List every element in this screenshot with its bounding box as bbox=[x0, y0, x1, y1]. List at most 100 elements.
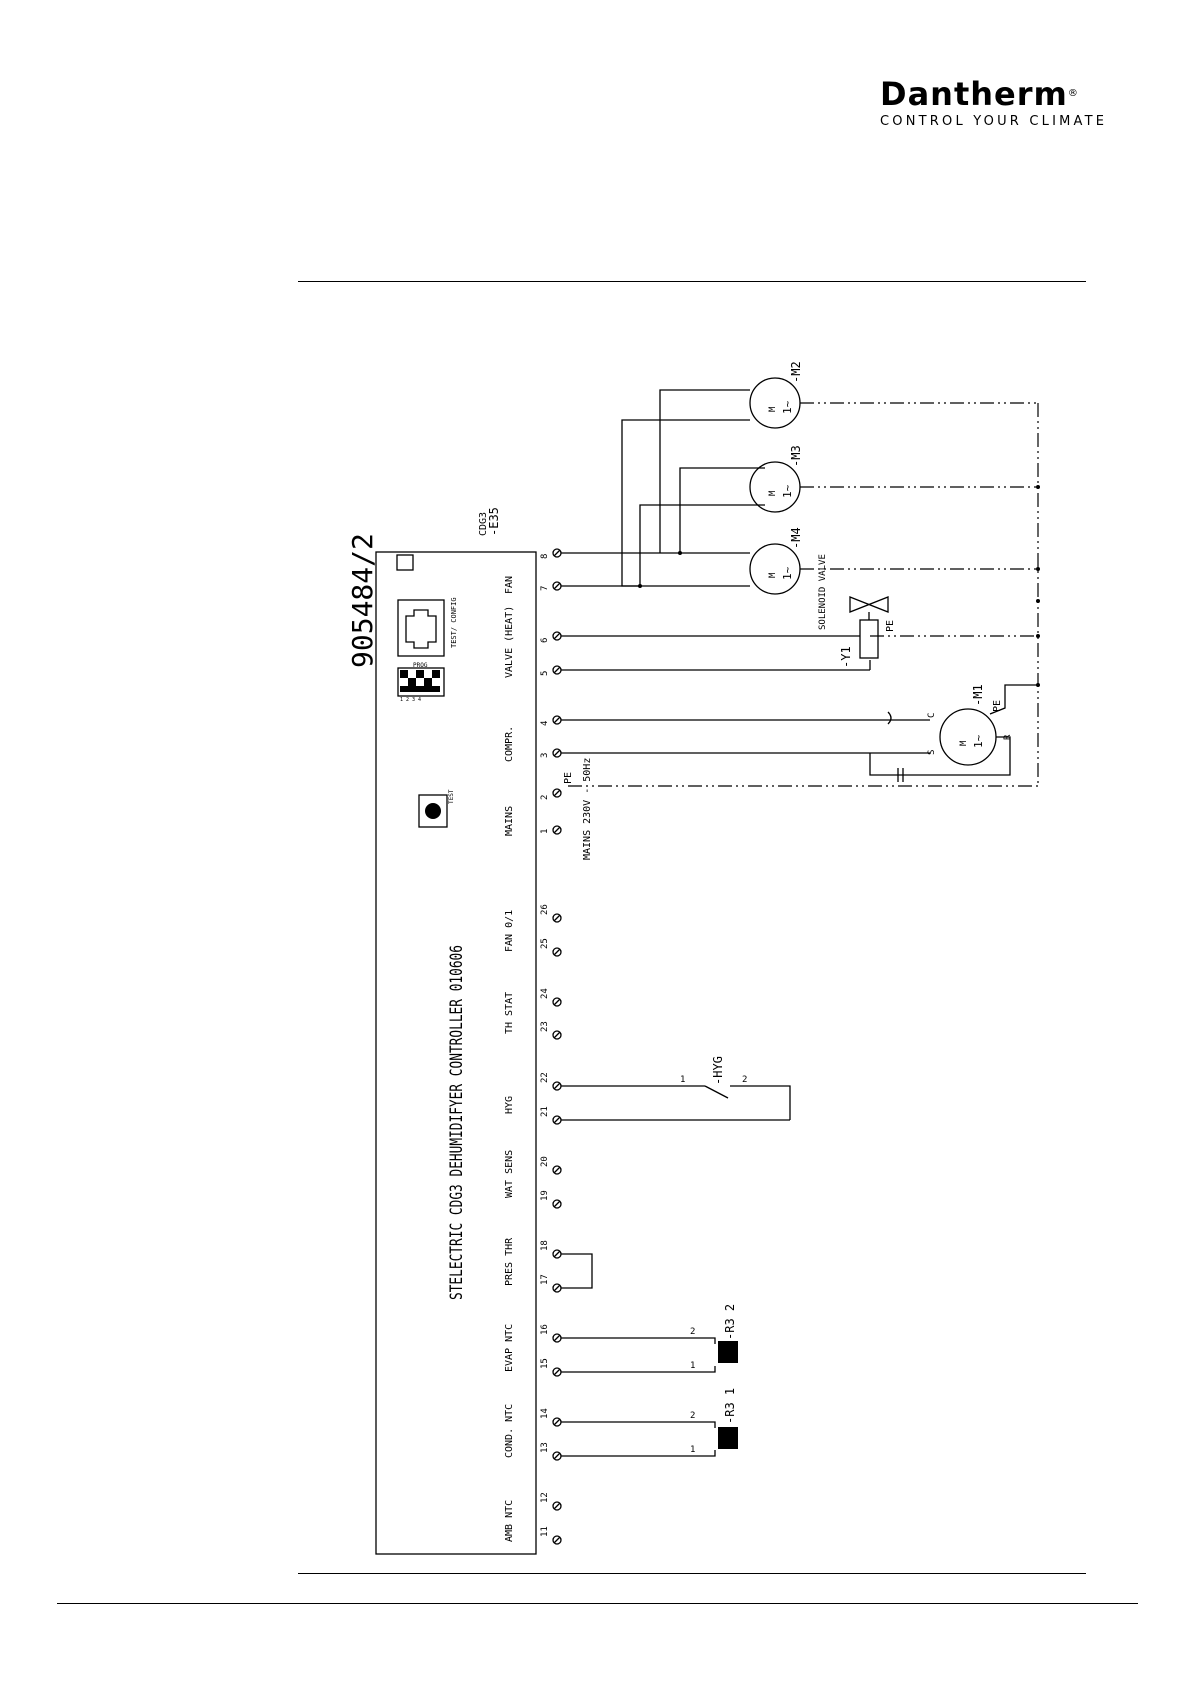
motor-phase-label: 1~ bbox=[972, 734, 985, 748]
pin-number: 5 bbox=[540, 671, 550, 676]
terminal-pin: 5 bbox=[540, 665, 562, 676]
terminal-pin: 12 bbox=[540, 1492, 562, 1511]
terminal-pin: 15 bbox=[540, 1358, 562, 1377]
terminal-pin: 24 bbox=[540, 988, 562, 1007]
terminal-pin: 7 bbox=[540, 581, 562, 591]
motor-m-label: M bbox=[768, 572, 778, 578]
terminal-group-label: VALVE (HEAT) bbox=[504, 606, 515, 678]
config-switch: TEST/ CONFIG bbox=[397, 597, 458, 657]
pin-number: 13 bbox=[540, 1442, 550, 1453]
r3-2-pin1: 1 bbox=[690, 1361, 695, 1371]
top-rule bbox=[298, 281, 1086, 282]
terminal-pins: 8 7 6 5 4 3 2 1 26 25 24 23 22 21 20 19 … bbox=[540, 548, 562, 1545]
hyg-pin2: 2 bbox=[742, 1075, 747, 1085]
pin-number: 26 bbox=[540, 904, 550, 915]
y1-pe-label: PE bbox=[885, 620, 896, 632]
r3-1-pin2: 2 bbox=[690, 1411, 695, 1421]
terminal-pin: 20 bbox=[540, 1156, 562, 1175]
motor-m-label: M bbox=[959, 740, 969, 746]
terminal-group-label: TH STAT bbox=[504, 992, 515, 1034]
terminal-pin: 13 bbox=[540, 1442, 562, 1461]
terminal-pin: 26 bbox=[540, 904, 562, 923]
pin-number: 18 bbox=[540, 1240, 550, 1251]
terminal-pin: 1 bbox=[540, 825, 562, 835]
pin-number: 21 bbox=[540, 1106, 550, 1117]
motor-m-label: M bbox=[768, 490, 778, 496]
terminal-pin: 23 bbox=[540, 1021, 562, 1040]
prog-sub-label: 1 2 3 4 bbox=[400, 697, 421, 703]
motor-m1-label: -M1 bbox=[971, 684, 985, 706]
terminal-group-label: MAINS bbox=[504, 806, 515, 836]
r3-2-pin2: 2 bbox=[690, 1327, 695, 1337]
pin-number: 25 bbox=[540, 938, 550, 949]
terminal-group-label: AMB NTC bbox=[504, 1500, 515, 1542]
terminal-group-labels: FAN VALVE (HEAT) COMPR. MAINS FAN 0/1 TH… bbox=[504, 576, 515, 1542]
pin-number: 11 bbox=[540, 1526, 550, 1537]
r3-1-pin1: 1 bbox=[690, 1445, 695, 1455]
pin-number: 16 bbox=[540, 1324, 550, 1335]
y1-label: -Y1 bbox=[839, 646, 853, 668]
motor-phase-label: 1~ bbox=[781, 566, 794, 580]
pin-number: 6 bbox=[540, 638, 550, 643]
pin-number: 23 bbox=[540, 1021, 550, 1032]
terminal-pin: 21 bbox=[540, 1106, 562, 1125]
pin-number: 17 bbox=[540, 1274, 550, 1285]
motor-phase-label: 1~ bbox=[781, 484, 794, 498]
terminal-group-label: WAT SENS bbox=[504, 1150, 515, 1198]
hyg-pin1: 1 bbox=[680, 1075, 685, 1085]
terminal-group-label: FAN bbox=[504, 576, 515, 594]
logo-name: Dantherm bbox=[880, 75, 1068, 113]
dantherm-logo: Dantherm® CONTROL YOUR CLIMATE bbox=[880, 76, 1160, 129]
terminal-group-label: COND. NTC bbox=[504, 1404, 515, 1458]
terminal-pin: 6 bbox=[540, 631, 562, 643]
terminal-group-label: FAN 0/1 bbox=[504, 910, 515, 952]
mains-supply-label: MAINS 230V - 50Hz bbox=[582, 758, 593, 860]
solenoid-label: SOLENOID VALVE bbox=[818, 554, 828, 630]
config-switch-label: TEST/ CONFIG bbox=[450, 597, 458, 648]
terminal-pin: 4 bbox=[540, 715, 562, 726]
terminal-pin: 16 bbox=[540, 1324, 562, 1343]
motor-m3-label: -M3 bbox=[789, 445, 803, 467]
pin-number: 2 bbox=[540, 795, 550, 800]
terminal-group-label: EVAP NTC bbox=[504, 1324, 515, 1372]
terminal-pin: 25 bbox=[540, 938, 562, 957]
terminal-pin: 18 bbox=[540, 1240, 562, 1259]
pin-number: 8 bbox=[540, 554, 550, 559]
terminal-pin: 19 bbox=[540, 1190, 562, 1209]
motor-m2: M 1~ -M2 bbox=[749, 361, 803, 429]
pin-number: 19 bbox=[540, 1190, 550, 1201]
hyg-switch: 1 2 -HYG bbox=[561, 1056, 791, 1121]
pin-number: 14 bbox=[540, 1408, 550, 1419]
terminal-pin: 8 bbox=[540, 548, 562, 559]
motor-m4-label: -M4 bbox=[789, 527, 803, 549]
prog-label: PROG bbox=[413, 662, 428, 669]
terminal-group-label: PRES THR bbox=[504, 1237, 515, 1286]
mains-pe-label: PE bbox=[563, 772, 574, 784]
pin-number: 12 bbox=[540, 1492, 550, 1503]
pin-number: 7 bbox=[540, 586, 550, 591]
terminal-pin: 17 bbox=[540, 1274, 562, 1293]
fan-wiring bbox=[561, 389, 765, 588]
terminal-pin: 14 bbox=[540, 1408, 562, 1427]
test-button: TEST bbox=[418, 789, 455, 828]
drawing-number: 905484/2 bbox=[346, 533, 379, 668]
pres-thr-bridge bbox=[561, 1253, 593, 1289]
motor-m3: M 1~ -M3 bbox=[749, 445, 803, 513]
terminal-group-label: HYG bbox=[504, 1096, 515, 1114]
solenoid-valve-y1: SOLENOID VALVE -Y1 PE bbox=[561, 554, 896, 671]
motor-phase-label: 1~ bbox=[781, 400, 794, 414]
terminal-pin: 22 bbox=[540, 1072, 562, 1091]
motor-m4: M 1~ -M4 bbox=[749, 527, 803, 595]
pin-number: 22 bbox=[540, 1072, 550, 1083]
prog-dip-switch: PROG 1 2 3 4 bbox=[397, 662, 445, 703]
controller-ref-line1: CDG3 bbox=[478, 512, 489, 536]
motor-m2-label: -M2 bbox=[789, 361, 803, 383]
pin-number: 1 bbox=[540, 829, 550, 834]
evap-ntc-sensor: 2 1 -R3 2 bbox=[561, 1304, 738, 1373]
r3-1-label: -R3 1 bbox=[723, 1388, 737, 1424]
logo-tagline: CONTROL YOUR CLIMATE bbox=[880, 114, 1108, 129]
motor-m-label: M bbox=[768, 406, 778, 412]
test-button-label: TEST bbox=[448, 789, 455, 804]
footer-rule bbox=[57, 1603, 1138, 1604]
